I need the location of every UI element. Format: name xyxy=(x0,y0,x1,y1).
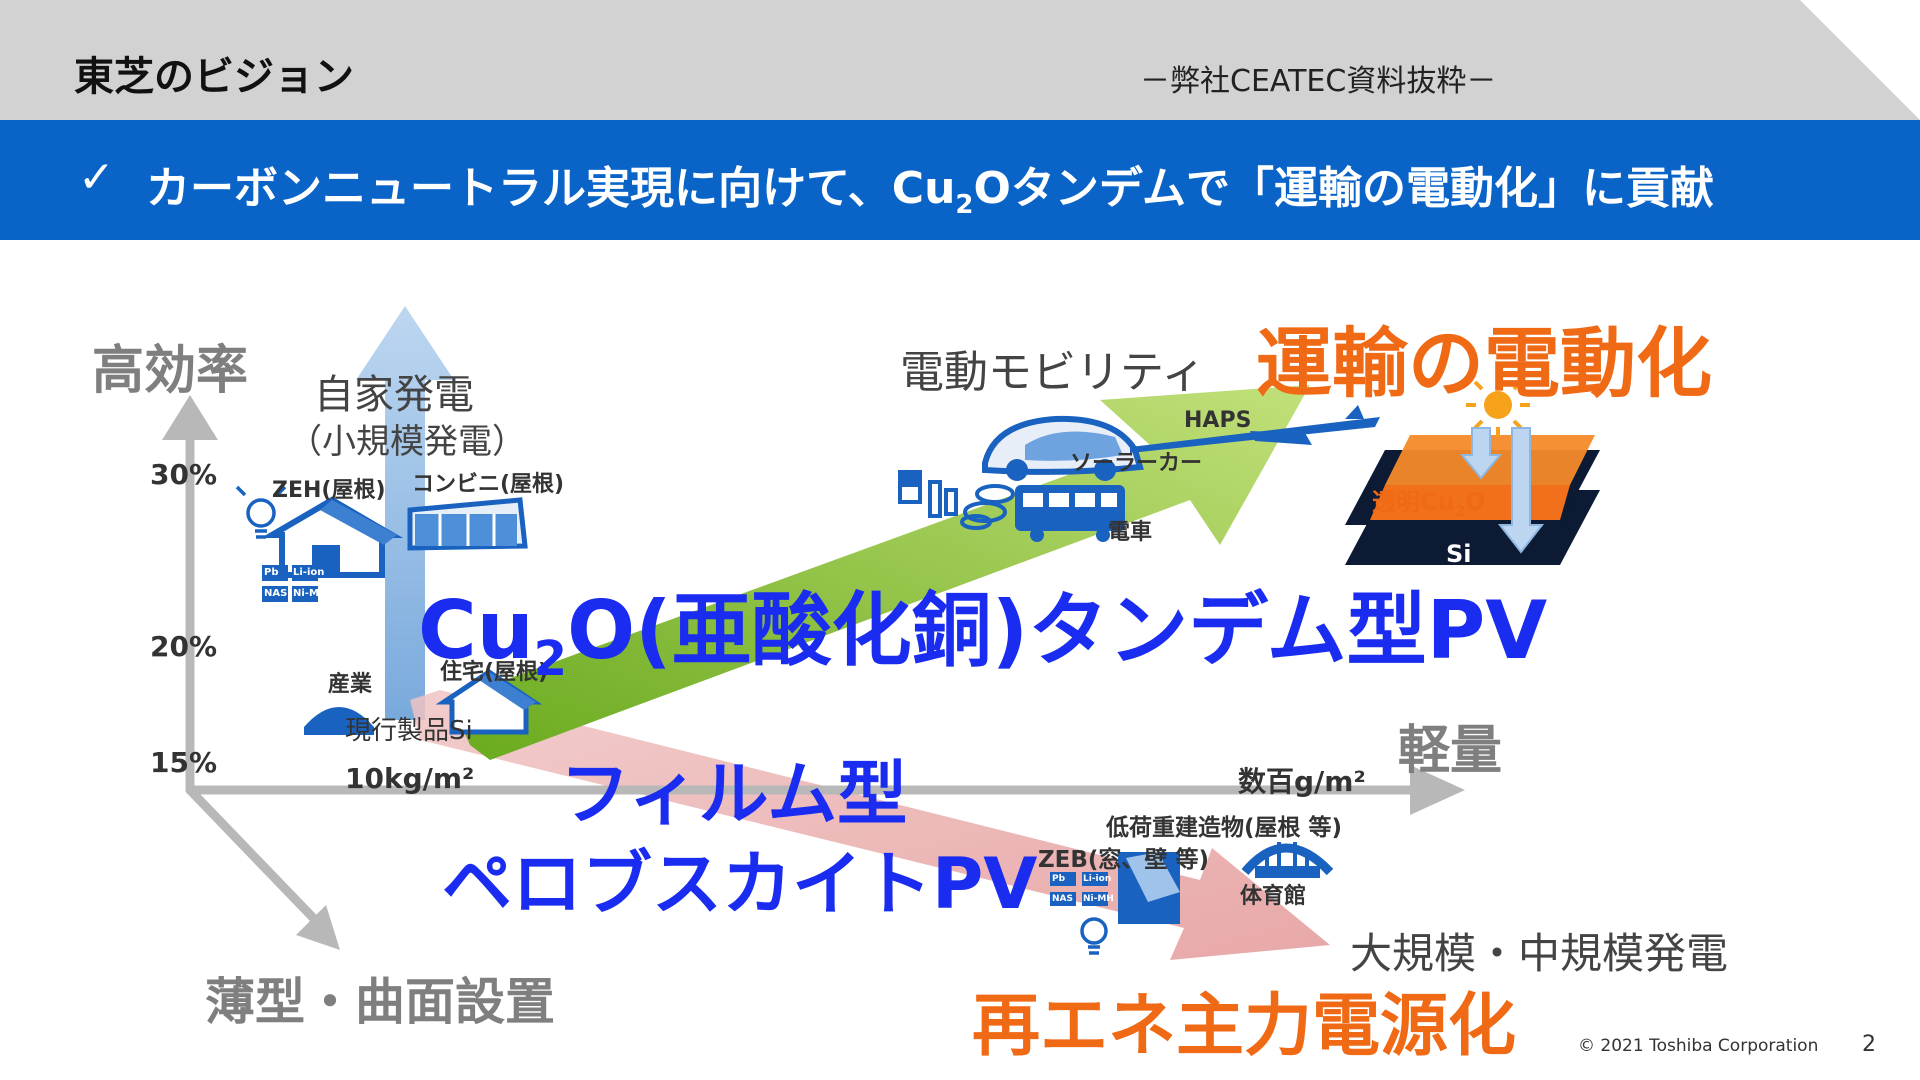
battery-nimh: Ni-MH xyxy=(293,588,328,599)
lower-battery-nas: NAS xyxy=(1052,894,1073,904)
small-scale-caption: （小規模発電） xyxy=(288,422,526,462)
lightbulb-icon-lower xyxy=(1080,917,1108,955)
tick-30: 30% xyxy=(150,458,218,491)
copyright: © 2021 Toshiba Corporation xyxy=(1578,1036,1819,1056)
check-icon: ✓ xyxy=(78,152,115,203)
si-label: Si xyxy=(1446,540,1472,568)
header-bar xyxy=(0,0,1920,120)
battery-pb: Pb xyxy=(264,567,279,578)
gym-icon xyxy=(1241,842,1334,878)
light-arrows xyxy=(1459,427,1545,554)
battery-nas: NAS xyxy=(264,588,288,599)
self-generation-caption: 自家発電 xyxy=(314,372,474,418)
page-title: 東芝のビジョン xyxy=(74,54,354,100)
house-icon xyxy=(260,496,404,578)
charger-icon xyxy=(898,470,1015,530)
transparent-cu2o-label: 透明Cu2O xyxy=(1372,488,1486,520)
plane-icon xyxy=(1130,405,1380,453)
haps-label: HAPS xyxy=(1184,408,1252,433)
large-scale-caption: 大規模・中規模発電 xyxy=(1350,929,1729,978)
solar-car-label: ソーラーカー xyxy=(1070,451,1203,476)
store-icon xyxy=(407,497,528,551)
train-label: 電車 xyxy=(1108,520,1153,545)
train-icon xyxy=(1015,485,1125,542)
residence-icon xyxy=(435,668,543,735)
lightbulb-icon xyxy=(235,485,287,539)
building-icon xyxy=(1118,852,1180,924)
tandem-cell-icon xyxy=(1345,435,1600,565)
residence-label: 住宅(屋根) xyxy=(440,660,549,685)
perovskite-line1: フィルム型 xyxy=(560,753,908,835)
tandem-pv-label: Cu2O(亜酸化銅)タンデム型PV xyxy=(418,584,1548,687)
header-corner xyxy=(1800,0,1920,120)
car-icon xyxy=(982,415,1144,481)
mobility-arrow xyxy=(450,385,1310,760)
factory-icon xyxy=(304,707,374,735)
gym-label: 体育館 xyxy=(1240,884,1307,909)
battery-liion: Li-ion xyxy=(293,567,325,578)
x-axis-label: 軽量 xyxy=(1398,721,1503,781)
axes xyxy=(185,425,1425,930)
industry-label: 産業 xyxy=(328,672,373,697)
tick-20: 20% xyxy=(150,630,218,663)
z-axis-label: 薄型・曲面設置 xyxy=(205,973,555,1031)
weight-left: 10kg/m² xyxy=(345,762,475,795)
headline-banner xyxy=(0,120,1920,240)
weight-right: 数百g/m² xyxy=(1238,765,1366,798)
battery-icons xyxy=(262,565,318,602)
renewable-mainstream-goal: 再エネ主力電源化 xyxy=(972,987,1517,1066)
low-load-building-label: 低荷重建造物(屋根 等) xyxy=(1106,815,1343,841)
current-product-label: 現行製品Si xyxy=(345,716,473,746)
zeb-label: ZEB(窓、壁 等) xyxy=(1038,847,1209,873)
lower-battery-pb: Pb xyxy=(1052,874,1066,884)
axis-arrowheads xyxy=(162,395,1465,950)
sun-icon xyxy=(1466,373,1530,437)
source-note: －弊社CEATEC資料抜粋－ xyxy=(1140,64,1497,99)
perovskite-line2: ペロブスカイトPV xyxy=(442,843,1038,925)
y-axis-label: 高効率 xyxy=(92,341,249,401)
transport-electrification-goal: 運輸の電動化 xyxy=(1256,319,1712,408)
page-number: 2 xyxy=(1862,1032,1876,1057)
self-generation-arrow xyxy=(356,306,454,720)
tick-15: 15% xyxy=(150,746,218,779)
battery-icons-lower xyxy=(1050,872,1108,906)
lower-battery-nimh: Ni-MH xyxy=(1083,894,1114,904)
headline-text: カーボンニュートラル実現に向けて、Cu2Oタンデムで「運輸の電動化」に貢献 xyxy=(146,163,1715,220)
convenience-label: コンビニ(屋根) xyxy=(412,472,565,497)
mobility-caption: 電動モビリティ xyxy=(900,347,1206,398)
zeh-label: ZEH(屋根) xyxy=(272,478,386,503)
lower-battery-liion: Li-ion xyxy=(1083,874,1112,884)
